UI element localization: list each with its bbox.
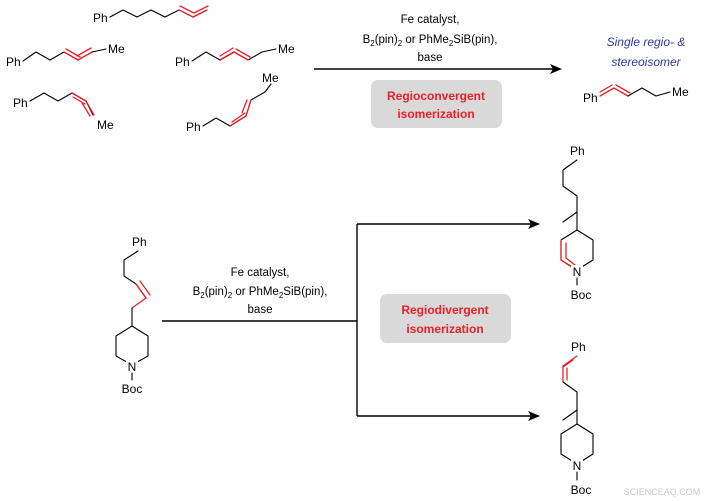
- ph-label: Ph: [6, 55, 21, 69]
- box-line1: Regiodivergent: [401, 303, 488, 317]
- substrate-e-allylic-alkene: Ph Me: [175, 42, 295, 69]
- n-label: N: [573, 459, 582, 473]
- ph-label: Ph: [13, 96, 28, 110]
- box-background: [380, 294, 511, 343]
- reagent-text: B2(pin)2 or PhMe2SiB(pin),: [363, 34, 498, 48]
- catalyst-text: Fe catalyst,: [401, 14, 460, 26]
- me-label: Me: [672, 85, 689, 99]
- piperidine-ring: [560, 423, 594, 465]
- substrate-z-internal-alkene: Ph Me: [13, 92, 114, 132]
- substrate-z-homoallylic-alkene: Ph Me: [186, 71, 279, 134]
- selectivity-note-line2: stereoisomer: [611, 55, 681, 69]
- bottom-conditions: Fe catalyst, B2(pin)2 or PhMe2SiB(pin), …: [193, 267, 328, 316]
- branched-reaction-arrow: [162, 219, 540, 421]
- me-label: Me: [262, 71, 279, 85]
- box-line2: isomerization: [397, 107, 474, 121]
- double-bond-red-second: [179, 5, 195, 14]
- box-line2: isomerization: [406, 322, 483, 336]
- ph-label: Ph: [93, 11, 108, 25]
- me-label: Me: [97, 118, 114, 132]
- substrate-e-internal-alkene: Ph Me: [6, 42, 125, 69]
- boc-label: Boc: [571, 483, 592, 497]
- ph-label: Ph: [175, 55, 190, 69]
- bottom-substrate: Ph N Boc: [115, 235, 151, 396]
- alkyl-chain: [109, 9, 180, 18]
- regiodivergent-box: Regiodivergent isomerization: [380, 294, 511, 343]
- ph-label: Ph: [571, 340, 586, 354]
- boc-label: Boc: [122, 382, 143, 396]
- base-text: base: [248, 304, 273, 316]
- ph-label: Ph: [583, 91, 598, 105]
- top-reaction-arrow: [314, 64, 562, 74]
- me-label: Me: [278, 42, 295, 56]
- ph-label: Ph: [186, 120, 201, 134]
- me-label: Me: [108, 42, 125, 56]
- top-conditions: Fe catalyst, B2(pin)2 or PhMe2SiB(pin), …: [363, 14, 498, 64]
- double-bond-red: [178, 9, 194, 18]
- n-label: N: [573, 265, 582, 279]
- product-tetrahydropyridine: Ph N Boc: [560, 144, 594, 302]
- ring-right: [576, 229, 594, 271]
- base-text: base: [418, 52, 443, 64]
- catalyst-text: Fe catalyst,: [231, 267, 290, 279]
- substrate-terminal-alkene: Ph: [93, 5, 209, 25]
- watermark: SCIENCEAQ.COM: [624, 487, 701, 497]
- box-background: [371, 80, 502, 128]
- product-styrenyl: Ph N Boc: [560, 340, 594, 497]
- box-line1: Regioconvergent: [387, 89, 485, 103]
- top-product: Single regio- & stereoisomer Ph Me: [583, 35, 689, 105]
- ph-label: Ph: [132, 235, 147, 249]
- boc-label: Boc: [571, 288, 592, 302]
- regioconvergent-box: Regioconvergent isomerization: [371, 80, 502, 128]
- alkyl-chain: [22, 51, 79, 62]
- reagent-text: B2(pin)2 or PhMe2SiB(pin),: [193, 286, 328, 300]
- selectivity-note-line1: Single regio- &: [607, 35, 686, 49]
- n-label: N: [128, 360, 137, 374]
- ph-label: Ph: [570, 144, 585, 158]
